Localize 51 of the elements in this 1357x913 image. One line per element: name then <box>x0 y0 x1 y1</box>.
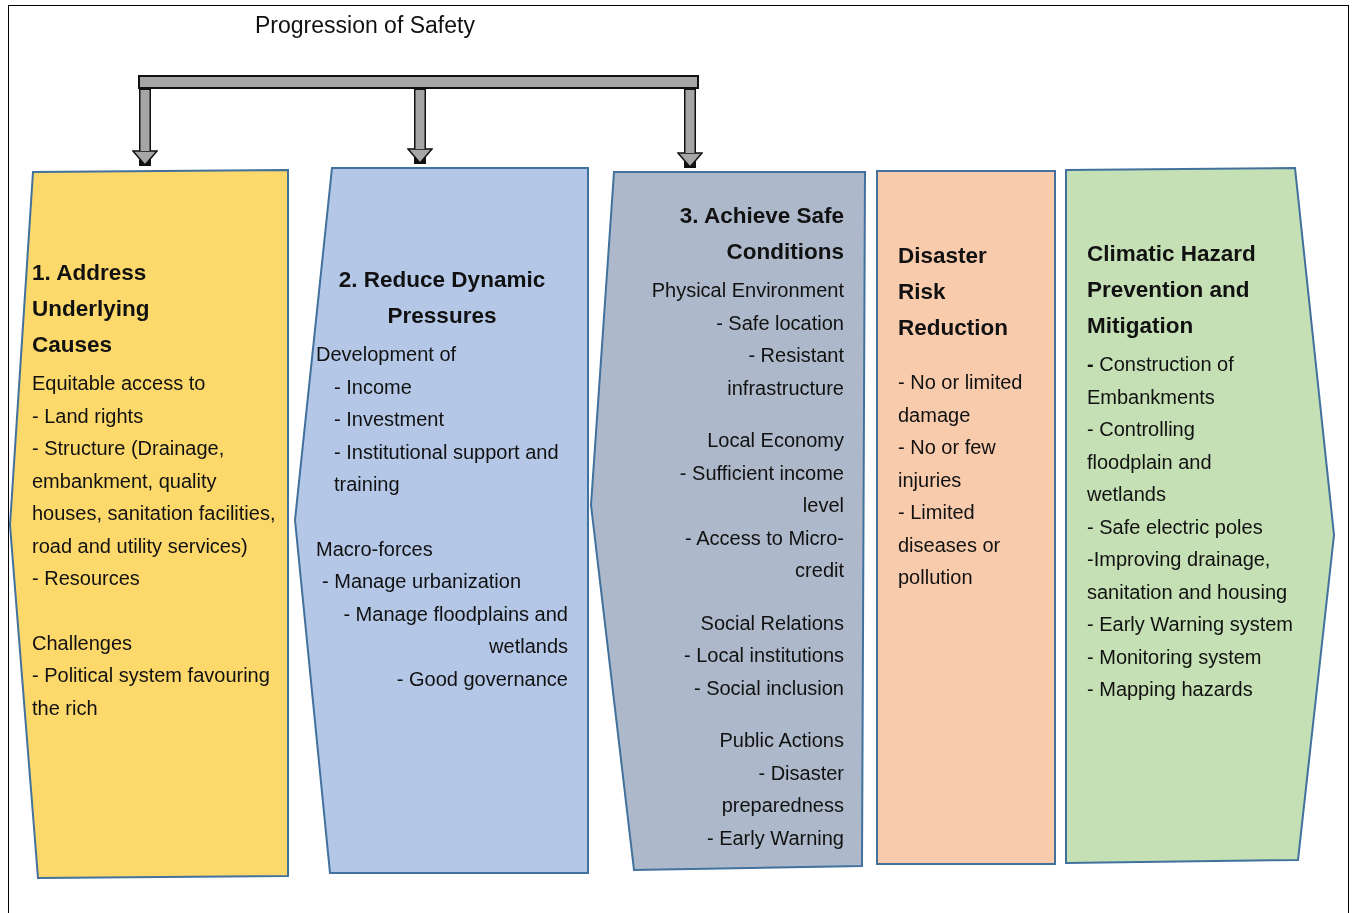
panel-heading: 2. Reduce Dynamic Pressures <box>337 266 547 330</box>
panel-text: - Safe electric poles <box>1087 514 1264 540</box>
panel-text: - Limited diseases or pollution <box>898 500 1002 590</box>
panel-text: Local Economy <box>706 428 844 453</box>
panel-text: Equitable access to <box>32 371 207 396</box>
column-panel <box>590 170 867 872</box>
panel-text: - Monitoring system <box>1087 644 1263 670</box>
panel-text: Macro-forces <box>316 536 434 562</box>
panel-text: - No or few injuries <box>898 435 997 493</box>
panel-text: - Manage urbanization <box>321 569 522 594</box>
column-panel <box>876 170 1056 865</box>
panel-text: - Safe location <box>715 310 844 336</box>
panel-heading: Climatic Hazard Prevention and Mitigation <box>1087 240 1257 340</box>
panel-text: Physical Environment <box>650 278 844 303</box>
panel-text: - No or limited damage <box>898 370 1024 428</box>
panel-heading: 1. Address Underlying Causes <box>32 259 151 359</box>
panel-text: - Resistant infrastructure <box>726 343 844 401</box>
panel-text: - Social inclusion <box>692 675 844 701</box>
panel-text: - Construction of Embankments <box>1087 352 1235 410</box>
panel-text: - Income <box>333 374 413 400</box>
panel-text: - Land rights <box>32 403 145 429</box>
down-arrow <box>407 89 433 164</box>
panel-text: - Early Warning <box>705 825 844 851</box>
panel-text: - Access to Micro-credit <box>684 525 844 583</box>
panel-heading: Disaster Risk Reduction <box>898 242 1009 342</box>
panel-text: - Structure (Drainage, embankment, quality houses, sanitation facilities, road and utility services) <box>32 436 277 559</box>
down-arrow <box>132 89 158 166</box>
panel-text: Public Actions <box>718 728 844 753</box>
panel-text: - Political system favouring the rich <box>32 663 271 721</box>
panel-text: - Resources <box>32 566 141 591</box>
panel-text: Challenges <box>32 630 134 656</box>
panel-text: -Improving drainage, sanitation and housing <box>1087 547 1289 605</box>
panel-text: - Manage floodplains and wetlands <box>342 601 568 659</box>
panel-text: - Controlling floodplain and wetlands <box>1087 417 1213 507</box>
panel-text: - Sufficient income level <box>678 460 844 518</box>
panel-text: Development of <box>316 342 458 367</box>
panel-text: - Early Warning system <box>1087 612 1294 637</box>
panel-text: - Institutional support and training <box>333 439 560 497</box>
panel-text: - Local institutions <box>682 643 844 668</box>
panel-text: - Mapping hazards <box>1087 677 1254 702</box>
down-arrow <box>677 89 703 168</box>
panel-text: Social Relations <box>699 610 844 636</box>
diagram-title: Progression of Safety <box>255 12 475 39</box>
panel-text: - Good governance <box>395 666 568 692</box>
column-panel <box>1064 166 1336 865</box>
column-panel <box>295 166 590 875</box>
panel-heading: 3. Achieve Safe Conditions <box>678 202 844 266</box>
column-panel <box>10 169 290 880</box>
panel-text: - Investment <box>333 407 446 432</box>
panel-text: - Disaster preparedness <box>720 760 844 818</box>
connector-bar <box>138 75 699 89</box>
